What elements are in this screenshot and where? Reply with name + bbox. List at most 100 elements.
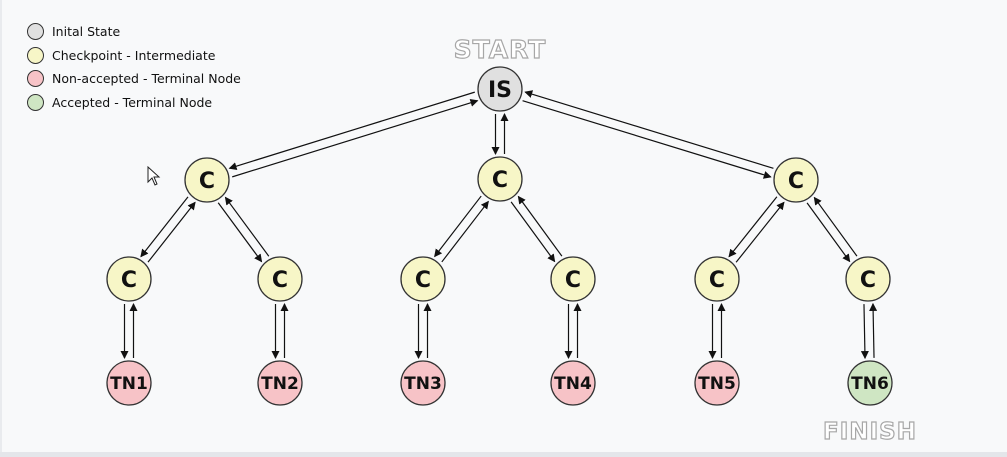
node-checkpoint-l2-3: C bbox=[400, 256, 446, 302]
legend-item-checkpoint: Checkpoint - Intermediate bbox=[27, 44, 241, 68]
edge-l2-terminal-5 bbox=[708, 303, 726, 359]
node-terminal-3-label: TN3 bbox=[404, 374, 442, 394]
legend-item-non-accepted: Non-accepted - Terminal Node bbox=[27, 67, 241, 91]
legend-label: Checkpoint - Intermediate bbox=[52, 47, 216, 63]
node-checkpoint-l2-6-label: C bbox=[860, 268, 876, 293]
node-checkpoint-l2-4-circle bbox=[550, 256, 596, 302]
node-checkpoint-l2-5-circle bbox=[694, 256, 740, 302]
edge-arrow-down bbox=[728, 196, 778, 258]
node-terminal-6-label: TN6 bbox=[851, 374, 889, 394]
node-initial-state: IS bbox=[477, 66, 523, 112]
node-checkpoint-l1-1-circle bbox=[184, 157, 230, 203]
node-terminal-2-circle bbox=[257, 360, 303, 406]
node-terminal-4-label: TN4 bbox=[554, 374, 592, 394]
node-checkpoint-l1-3: C bbox=[773, 157, 819, 203]
edge-l1-l2-2 bbox=[217, 196, 270, 263]
node-terminal-1: TN1 bbox=[106, 360, 152, 406]
legend-label: Accepted - Terminal Node bbox=[52, 94, 213, 110]
edge-arrow-up bbox=[869, 302, 878, 358]
edge-arrow-down bbox=[228, 91, 475, 171]
node-checkpoint-l1-3-label: C bbox=[788, 169, 804, 194]
node-initial-state-circle bbox=[477, 66, 523, 112]
node-checkpoint-l2-1-label: C bbox=[121, 268, 137, 293]
edge-arrow-down bbox=[522, 100, 772, 179]
node-checkpoint-l1-2-label: C bbox=[492, 168, 508, 193]
edge-l1-l2-1 bbox=[140, 196, 196, 263]
edge-l2-terminal-2 bbox=[271, 303, 289, 359]
legend-swatch-checkpoint bbox=[27, 46, 44, 64]
edge-l1-l2-5 bbox=[728, 196, 785, 263]
node-terminal-5: TN5 bbox=[694, 360, 740, 406]
legend-swatch-accepted bbox=[27, 93, 44, 111]
bottom-edge bbox=[0, 452, 1007, 457]
mouse-pointer-icon bbox=[147, 165, 161, 191]
node-terminal-6: TN6 bbox=[847, 360, 893, 406]
node-checkpoint-l2-5: C bbox=[694, 256, 740, 302]
node-terminal-5-circle bbox=[694, 360, 740, 406]
node-checkpoint-l2-6-circle bbox=[845, 256, 891, 302]
node-terminal-2: TN2 bbox=[257, 360, 303, 406]
edge-arrow-up bbox=[441, 200, 489, 263]
node-checkpoint-l1-3-circle bbox=[773, 157, 819, 203]
node-checkpoint-l2-6: C bbox=[845, 256, 891, 302]
node-terminal-3-circle bbox=[400, 360, 446, 406]
edge-l2-terminal-1 bbox=[120, 303, 138, 359]
node-checkpoint-l2-1: C bbox=[106, 256, 152, 302]
node-terminal-4: TN4 bbox=[550, 360, 596, 406]
node-terminal-2-label: TN2 bbox=[261, 374, 299, 394]
node-initial-state-label: IS bbox=[488, 78, 512, 103]
edge-l1-l2-4 bbox=[510, 195, 563, 263]
node-checkpoint-l2-5-label: C bbox=[709, 268, 725, 293]
legend-label: Non-accepted - Terminal Node bbox=[52, 71, 241, 87]
node-checkpoint-l2-1-circle bbox=[106, 256, 152, 302]
legend: Inital State Checkpoint - Intermediate N… bbox=[27, 20, 241, 114]
edge-l1-l2-6 bbox=[806, 196, 858, 263]
edge-root-l1-3 bbox=[522, 90, 774, 179]
node-terminal-1-label: TN1 bbox=[110, 374, 148, 394]
finish-label: FINISH bbox=[823, 419, 917, 445]
edge-l1-l2-3 bbox=[434, 195, 489, 263]
node-checkpoint-l2-3-circle bbox=[400, 256, 446, 302]
edge-root-l1-2 bbox=[491, 113, 509, 155]
node-checkpoint-l2-3-label: C bbox=[415, 268, 431, 293]
left-edge bbox=[0, 0, 2, 457]
edge-l2-terminal-6 bbox=[860, 302, 878, 360]
edge-l2-terminal-3 bbox=[414, 303, 432, 359]
node-terminal-6-circle bbox=[847, 360, 893, 406]
node-terminal-3: TN3 bbox=[400, 360, 446, 406]
node-checkpoint-l2-4: C bbox=[550, 256, 596, 302]
edge-arrow-down bbox=[806, 202, 851, 263]
node-checkpoint-l2-2-label: C bbox=[272, 268, 288, 293]
edge-arrow-down bbox=[434, 195, 482, 258]
node-checkpoint-l2-4-label: C bbox=[565, 268, 581, 293]
node-checkpoint-l1-2-circle bbox=[477, 156, 523, 202]
edge-arrow-down bbox=[140, 196, 189, 258]
nodes-group: IS C C C C C C C C C TN1 TN2 TN3 TN4 TN5 TN6 bbox=[106, 66, 893, 406]
edge-arrow-up bbox=[813, 196, 858, 257]
edge-arrow-up bbox=[232, 98, 479, 178]
edge-arrow-down bbox=[860, 304, 869, 360]
legend-item-initial-state: Inital State bbox=[27, 20, 241, 44]
node-checkpoint-l1-1: C bbox=[184, 157, 230, 203]
edge-arrow-down bbox=[510, 201, 556, 263]
node-checkpoint-l1-1-label: C bbox=[199, 169, 215, 194]
edge-arrow-up bbox=[735, 201, 785, 263]
start-label: START bbox=[454, 35, 547, 64]
edges-group bbox=[120, 90, 878, 360]
edge-l2-terminal-4 bbox=[564, 303, 582, 359]
legend-swatch-non-accepted bbox=[27, 70, 44, 88]
node-terminal-4-circle bbox=[550, 360, 596, 406]
edge-root-l1-1 bbox=[228, 91, 479, 178]
legend-item-accepted: Accepted - Terminal Node bbox=[27, 91, 241, 115]
edge-arrow-up bbox=[147, 201, 196, 263]
node-terminal-1-circle bbox=[106, 360, 152, 406]
legend-label: Inital State bbox=[52, 24, 121, 40]
node-terminal-5-label: TN5 bbox=[698, 374, 736, 394]
node-checkpoint-l1-2: C bbox=[477, 156, 523, 202]
edge-arrow-down bbox=[217, 202, 263, 263]
edge-arrow-up bbox=[517, 195, 563, 257]
edge-arrow-up bbox=[224, 196, 270, 257]
node-checkpoint-l2-2: C bbox=[257, 256, 303, 302]
